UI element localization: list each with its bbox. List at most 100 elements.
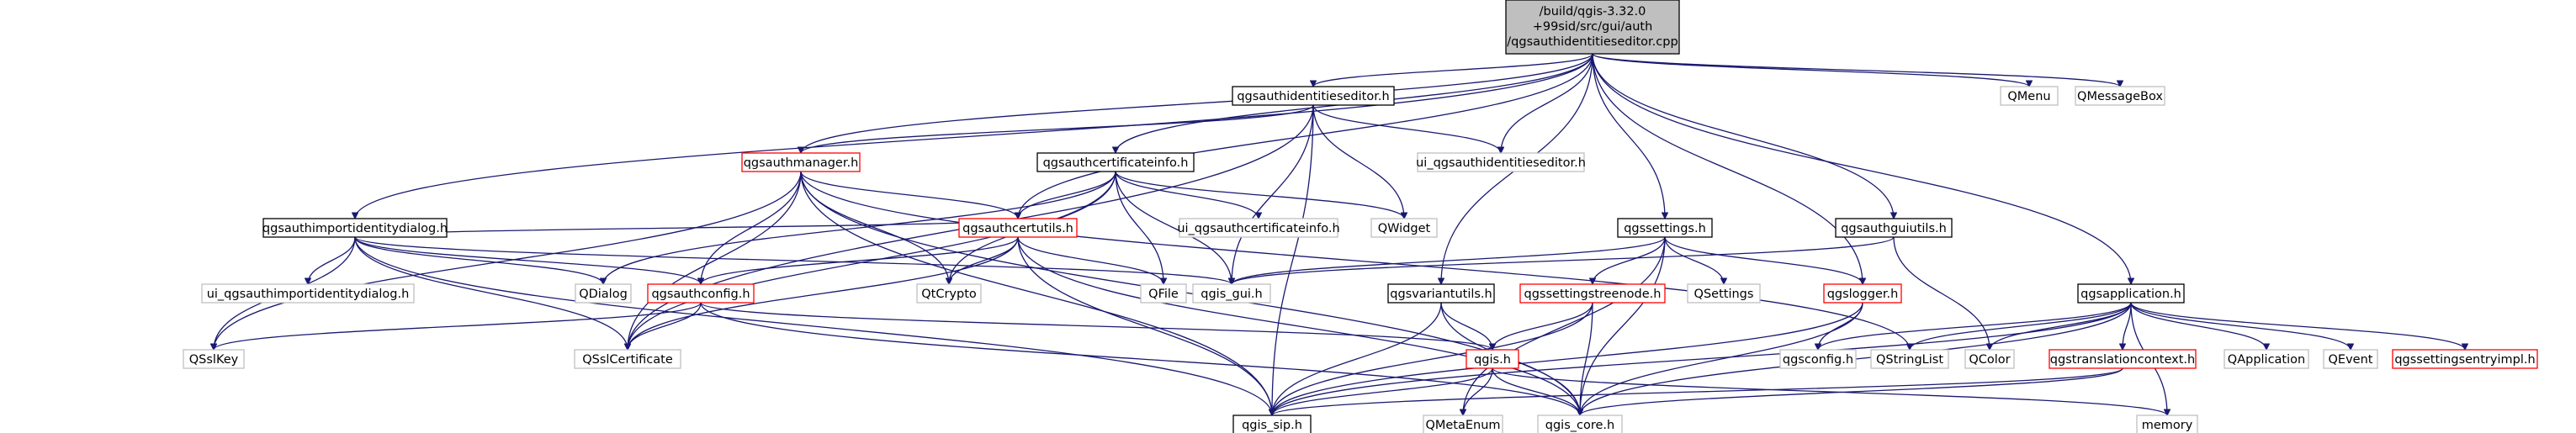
edge-application-to-qstringlist [1910,302,2132,350]
node-qsslcertificate: QSslCertificate [574,349,681,369]
edge-settings-to-qgis_core [1580,236,1666,415]
node-qfile: QFile [1140,283,1187,304]
node-qmetaenum: QMetaEnum [1423,415,1503,433]
edge-authconfig-to-qgis_h [700,302,1492,351]
edge-certutils-to-qsslcertificate [628,236,1019,350]
node-settings[interactable]: qgssettings.h [1617,218,1713,238]
node-qgis_h[interactable]: qgis.h [1466,349,1519,369]
node-certificateinfo[interactable]: qgsauthcertificateinfo.h [1036,152,1195,172]
node-qsettings-label: QSettings [1694,288,1754,301]
node-qmenu-label: QMenu [2007,90,2050,103]
node-importidentitydialog-label: qgsauthimportidentitydialog.h [262,222,448,235]
edge-qgis_h-to-memory [1492,367,2167,416]
edge-variantutils-to-qgis_sip [1272,302,1442,415]
node-qsettings-box [1687,283,1761,304]
edge-application-to-qcolor [1990,302,2132,350]
node-application[interactable]: qgsapplication.h [2077,283,2185,304]
node-settingstreenode[interactable]: qgssettingstreenode.h [1519,283,1666,304]
node-variantutils[interactable]: qgsvariantutils.h [1387,283,1495,304]
node-authmanager-label: qgsauthmanager.h [744,156,859,170]
node-qtcrypto-box [916,283,982,304]
node-memory-box [2136,415,2198,433]
node-settingstreenode-box [1519,283,1666,304]
node-qgis_sip-label: qgis_sip.h [1242,419,1302,432]
edge-authmanager-to-qtcrypto [800,171,949,284]
node-qmessagebox-label: QMessageBox [2077,90,2163,103]
node-settingsentryimpl-label: qgssettingsentryimpl.h [2394,353,2535,367]
node-settingsentryimpl[interactable]: qgssettingsentryimpl.h [2392,349,2538,369]
dependency-nodes: /build/qgis-3.32.0+99sid/src/gui/auth/qg… [183,0,2538,433]
edge-application-to-settingsentryimpl [2130,302,2465,350]
node-qgis_core-box [1537,415,1623,433]
node-qdialog-box [575,283,632,304]
node-memory-label: memory [2142,419,2193,432]
node-ui_importidentitydialog-label: ui_qgsauthimportidentitydialog.h [207,288,410,301]
node-qgis_h-box [1466,349,1519,369]
edge-application-to-qgsconfig [1818,302,2132,350]
node-guiutils-label: qgsauthguiutils.h [1841,222,1947,235]
edge-root-to-application [1592,53,2131,284]
node-translationcontext[interactable]: qgstranslationcontext.h [2049,349,2197,369]
node-root-label-line-0: /build/qgis-3.32.0 [1540,5,1646,18]
edge-qgis_h-to-qgis_sip [1272,367,1493,415]
node-qgis_sip-box [1232,415,1312,433]
node-qgis_gui: qgis_gui.h [1192,283,1271,304]
node-ui_identitieseditor-label: ui_qgsauthidentitieseditor.h [1416,156,1586,170]
node-qwidget-label: QWidget [1378,222,1431,235]
edge-importidentitydialog-to-qgis_sip [354,236,1272,415]
node-qwidget-box [1370,218,1438,238]
node-authmanager[interactable]: qgsauthmanager.h [741,152,861,172]
node-guiutils[interactable]: qgsauthguiutils.h [1835,218,1953,238]
node-qsslcertificate-label: QSslCertificate [582,353,673,367]
node-root[interactable]: /build/qgis-3.32.0+99sid/src/gui/auth/qg… [1505,0,1680,55]
edge-settingstreenode-to-qgis_sip [1272,302,1593,415]
edge-application-to-qgis_sip [1272,302,2132,415]
node-qgsconfig-box [1779,349,1857,369]
node-memory: memory [2136,415,2198,433]
node-authconfig[interactable]: qgsauthconfig.h [647,283,755,304]
edge-authmanager-to-qsslcertificate [628,171,802,350]
edge-logger-to-qgis_sip [1272,302,1863,415]
node-identitieseditor[interactable]: qgsauthidentitieseditor.h [1232,86,1395,106]
node-settingsentryimpl-box [2392,349,2538,369]
node-importidentitydialog-box [262,218,448,238]
edge-certificateinfo-to-qgis_gui [1115,171,1232,284]
node-qgis_sip[interactable]: qgis_sip.h [1232,415,1312,433]
edge-authconfig-to-qgis_core [700,302,1580,415]
edge-identitieseditor-to-ui_identitieseditor [1312,104,1501,153]
node-qgis_gui-label: qgis_gui.h [1201,288,1262,301]
node-certificateinfo-label: qgsauthcertificateinfo.h [1043,156,1189,170]
edge-certificateinfo-to-qfile [1115,171,1163,284]
node-qdialog: QDialog [575,283,632,304]
edge-authmanager-to-qgis_sip [800,171,1272,415]
edge-root-to-qmenu [1592,53,2029,87]
node-qgis_h-label: qgis.h [1474,353,1511,367]
edge-translationcontext-to-qgis_sip [1272,367,2123,416]
node-logger[interactable]: qgslogger.h [1823,283,1902,304]
edge-guiutils-to-qcolor [1893,236,1990,350]
edge-certificateinfo-to-qdialog [603,171,1116,284]
node-qsettings: QSettings [1687,283,1761,304]
edge-qgis_h-to-qmetaenum [1463,367,1493,415]
node-importidentitydialog[interactable]: qgsauthimportidentitydialog.h [262,218,448,238]
node-ui_identitieseditor-box [1417,152,1585,172]
node-certutils[interactable]: qgsauthcertutils.h [958,218,1078,238]
node-authconfig-box [647,283,755,304]
edge-importidentitydialog-to-qdialog [354,236,603,284]
edge-certutils-to-authconfig [701,236,1019,284]
edge-identitieseditor-to-qgis_gui [1232,104,1314,284]
edge-importidentitydialog-to-authconfig [354,236,701,284]
edge-certutils-to-qgis_sip [1017,236,1272,415]
edge-root-to-certutils [1018,53,1593,219]
node-certutils-label: qgsauthcertutils.h [962,222,1073,235]
edge-root-to-authmanager [801,53,1593,153]
node-ui_importidentitydialog: ui_qgsauthimportidentitydialog.h [201,283,415,304]
edge-translationcontext-to-qgis_core [1580,367,2123,416]
edge-logger-to-qgsconfig [1818,302,1863,350]
edge-certificateinfo-to-qsslcertificate [628,171,1116,350]
edge-importidentitydialog-to-ui_importidentitydialog [308,236,356,284]
node-ui_certificateinfo-label: ui_qgsauthcertificateinfo.h [1177,222,1339,235]
node-certutils-box [958,218,1078,238]
node-qevent: QEvent [2323,349,2378,369]
